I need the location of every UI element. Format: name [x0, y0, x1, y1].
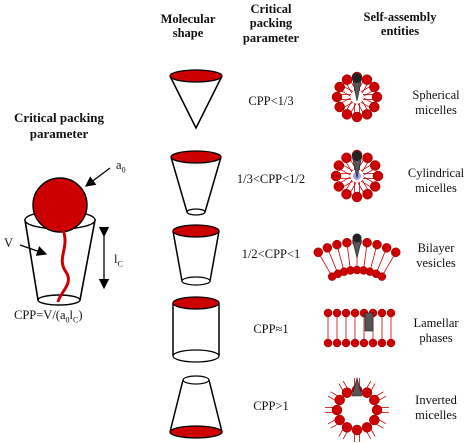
- head-group: [334, 394, 345, 406]
- cpp-value-5: CPP>1: [253, 399, 289, 413]
- cpp-value-4: CPP≈1: [253, 322, 289, 336]
- head-group: [322, 243, 333, 253]
- head-group: [362, 188, 373, 200]
- head-group: [341, 308, 351, 318]
- head-group: [352, 73, 362, 83]
- head-group: [341, 422, 353, 433]
- head-group: [361, 109, 373, 120]
- head-group: [350, 308, 360, 318]
- head-group: [342, 237, 352, 248]
- label-v: V: [4, 236, 14, 250]
- head-group: [331, 404, 343, 416]
- head-group: [362, 152, 373, 164]
- head-group: [369, 414, 380, 426]
- head-group: [333, 181, 345, 192]
- head-group: [371, 91, 383, 103]
- head-group: [341, 109, 353, 120]
- cpp-value-2: 1/3<CPP<1/2: [236, 172, 306, 186]
- head-group: [372, 239, 382, 250]
- label-a0: a0: [116, 158, 126, 175]
- head-group: [386, 308, 396, 318]
- cpp-formula: CPP=V/(a0lC): [14, 308, 83, 325]
- head-group: [341, 74, 353, 85]
- head-group: [330, 170, 342, 182]
- head-group: [391, 247, 401, 258]
- shape-truncated-cone-wide: [172, 224, 220, 286]
- label-lc: lC: [114, 252, 123, 269]
- head-group: [350, 338, 360, 348]
- head-group: [341, 338, 351, 348]
- surfactant-cone-illustration: [24, 177, 96, 306]
- head-group: [332, 308, 342, 318]
- head-group: [323, 338, 333, 348]
- head-group: [369, 181, 381, 192]
- head-group: [377, 338, 387, 348]
- header-molecular-shape: Molecular shape: [160, 12, 216, 41]
- lamellar-phase: [323, 308, 396, 348]
- highlighted-molecule: [364, 312, 374, 332]
- head-group: [361, 387, 373, 398]
- shape-truncated-cone: [170, 150, 222, 216]
- head-group: [377, 308, 387, 318]
- cpp-value-1: CPP<1/3: [248, 94, 294, 108]
- spherical-micelle: [331, 71, 383, 123]
- head-group: [369, 81, 380, 93]
- head-group: [381, 243, 392, 253]
- head-group: [334, 101, 345, 113]
- left-panel-title: Critical packing parameter: [14, 110, 104, 141]
- head-group: [359, 338, 369, 348]
- head-group: [351, 111, 363, 123]
- head-group: [352, 233, 362, 243]
- head-group: [371, 404, 383, 416]
- bilayer-vesicle: [313, 233, 401, 281]
- head-group: [313, 247, 323, 258]
- a0-arrow: [84, 167, 111, 187]
- head-group: [341, 188, 352, 200]
- head-group: [368, 338, 378, 348]
- highlighted-molecule: [352, 239, 362, 259]
- head-group: [352, 151, 362, 161]
- head-group: [351, 191, 363, 203]
- head-group: [369, 101, 380, 113]
- head-group: [341, 387, 353, 398]
- v-arrow: [19, 244, 48, 256]
- head-group: [361, 74, 373, 85]
- head-group: [361, 422, 373, 433]
- head-group: [362, 237, 372, 248]
- cpp-value-3: 1/2<CPP<1: [241, 247, 301, 261]
- cylindrical-micelle: [330, 149, 384, 203]
- header-critical-packing-parameter: Critical packing parameter: [242, 2, 300, 45]
- shape-inverted-truncated-cone: [169, 375, 223, 439]
- head-group: [369, 394, 380, 406]
- head-group: [334, 414, 345, 426]
- shape-cone: [169, 69, 223, 130]
- head-group: [386, 338, 396, 348]
- head-group: [323, 308, 333, 318]
- head-group: [369, 160, 381, 171]
- head-group: [351, 424, 363, 436]
- head-group: [377, 272, 387, 281]
- head-group: [341, 152, 352, 164]
- highlighted-molecule: [351, 376, 363, 397]
- head-group: [332, 239, 342, 250]
- header-self-assembly-entities: Self-assembly entities: [363, 10, 437, 39]
- head-group: [372, 170, 384, 182]
- head-group: [334, 81, 345, 93]
- inverted-micelle: [325, 376, 389, 442]
- head-group: [332, 338, 342, 348]
- shape-cylinder: [172, 296, 220, 363]
- head-group: [333, 160, 345, 171]
- head-group: [331, 91, 343, 103]
